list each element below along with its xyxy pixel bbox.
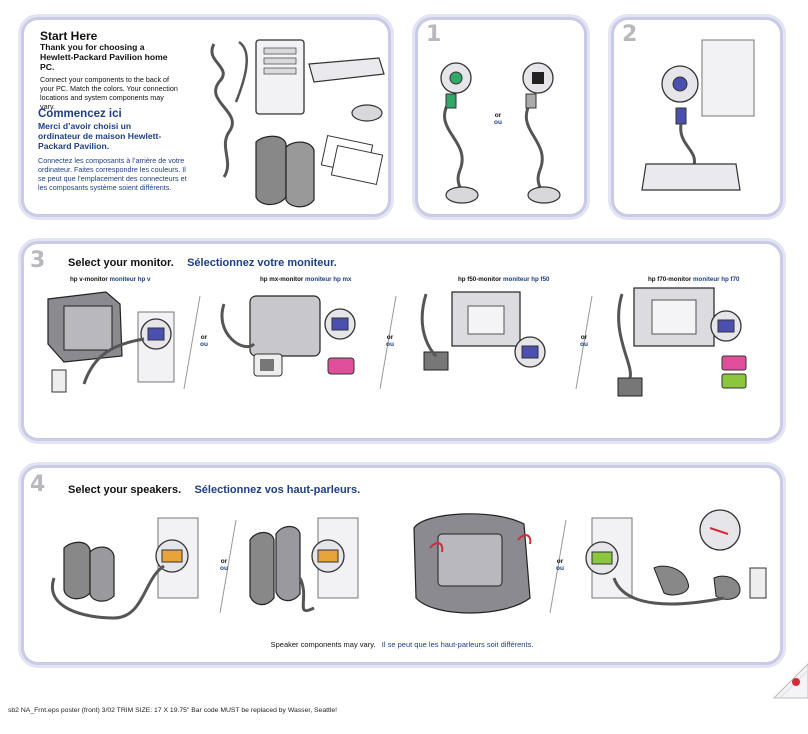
step-3-number: 3 (30, 248, 46, 273)
start-heading-fr: Commencez ici (38, 108, 122, 120)
start-subheading: Thank you for choosing a Hewlett-Packard… (40, 42, 168, 72)
monitor-option-f50: hp f50-monitor moniteur hp f50 (458, 276, 550, 283)
step-4-number: 4 (30, 472, 46, 497)
keyboard-connection-illustration (641, 39, 755, 191)
monitor-illustrations (47, 287, 747, 397)
speakers-title: Select your speakers. Sélectionnez vos h… (68, 484, 361, 496)
step-1-number: 1 (426, 22, 442, 47)
mouse-connection-illustration (440, 62, 561, 204)
start-subheading-fr: Merci d’avoir choisi un ordinateur de ma… (38, 121, 162, 151)
step-2-panel: 2 (614, 20, 780, 214)
start-body-fr: Connectez les composants à l’arrière de … (38, 156, 187, 192)
start-heading: Start Here (40, 29, 98, 43)
step-2-number: 2 (622, 22, 638, 47)
components-illustration (210, 39, 385, 208)
page-curl-icon (772, 663, 808, 699)
start-panel: Start Here Thank you for choosing a Hewl… (24, 20, 388, 214)
step-4-panel: 4 Select your speakers. Sélectionnez vos… (24, 468, 780, 662)
speaker-illustrations (50, 509, 767, 620)
start-body: Connect your components to the back of y… (40, 75, 178, 111)
speaker-note: Speaker components may vary. Il se peut … (270, 640, 534, 649)
monitor-option-f70: hp f70-monitor moniteur hp f70 (648, 276, 740, 283)
monitor-option-v: hp v-monitor moniteur hp v (70, 276, 151, 283)
monitor-title: Select your monitor. Sélectionnez votre … (68, 257, 337, 269)
footer-print-info: sb2 NA_Frnt.eps poster (front) 3/02 TRIM… (8, 707, 338, 714)
step-3-panel: 3 Select your monitor. Sélectionnez votr… (24, 244, 780, 438)
monitor-option-mx: hp mx-monitor moniteur hp mx (260, 276, 352, 283)
